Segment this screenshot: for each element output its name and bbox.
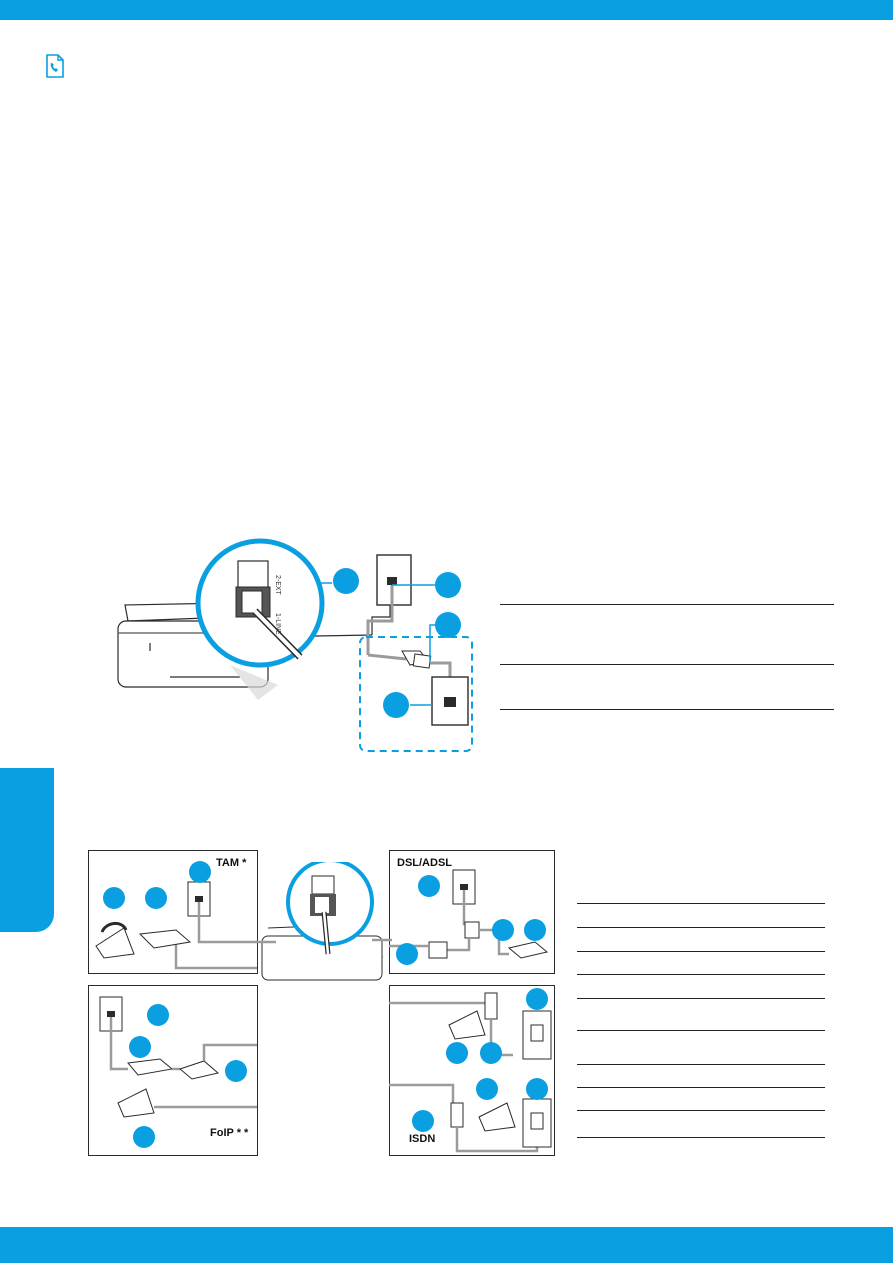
legend-rule xyxy=(577,998,825,999)
legend-rule xyxy=(500,664,834,665)
panel-connector-lines xyxy=(256,938,392,944)
callout-2 xyxy=(435,572,461,598)
legend-rule xyxy=(577,1030,825,1031)
foip-panel: FoIP * * xyxy=(88,985,258,1156)
port-label-line: 1-LINE xyxy=(274,613,281,635)
callout-4 xyxy=(383,692,409,718)
side-language-tab xyxy=(0,768,54,932)
legend-rule xyxy=(577,951,825,952)
dsl-panel: DSL/ADSL xyxy=(389,850,555,974)
legend-rule xyxy=(577,1110,825,1111)
legend-rule xyxy=(577,1137,825,1138)
port-label-ext: 2-EXT xyxy=(274,575,281,596)
tam-panel: TAM * xyxy=(88,850,258,974)
wall-jack-secondary xyxy=(431,676,469,726)
main-connection-diagram: 2-EXT 1-LINE xyxy=(117,538,473,752)
printer-mini-illustration xyxy=(261,862,384,981)
legend-rule xyxy=(577,903,825,904)
dsl-label: DSL/ADSL xyxy=(397,857,452,869)
phone-adapter xyxy=(401,650,432,669)
legend-rule xyxy=(577,974,825,975)
legend-rule xyxy=(500,709,834,710)
legend-rule xyxy=(500,604,834,605)
legend-rule xyxy=(577,1087,825,1088)
tam-label: TAM * xyxy=(216,857,247,869)
fax-phone-icon xyxy=(46,54,64,78)
top-accent-bar xyxy=(0,0,893,20)
legend-rule xyxy=(577,927,825,928)
bottom-accent-bar xyxy=(0,1227,893,1263)
wall-jack-primary xyxy=(376,554,412,606)
callout-1 xyxy=(333,568,359,594)
foip-label: FoIP * * xyxy=(210,1127,249,1139)
port-magnifier: 2-EXT 1-LINE xyxy=(195,538,325,700)
optional-region xyxy=(359,636,473,752)
isdn-panel: ISDN xyxy=(389,985,555,1156)
callout-3 xyxy=(435,612,461,638)
legend-rule xyxy=(577,1064,825,1065)
isdn-label: ISDN xyxy=(409,1133,435,1145)
